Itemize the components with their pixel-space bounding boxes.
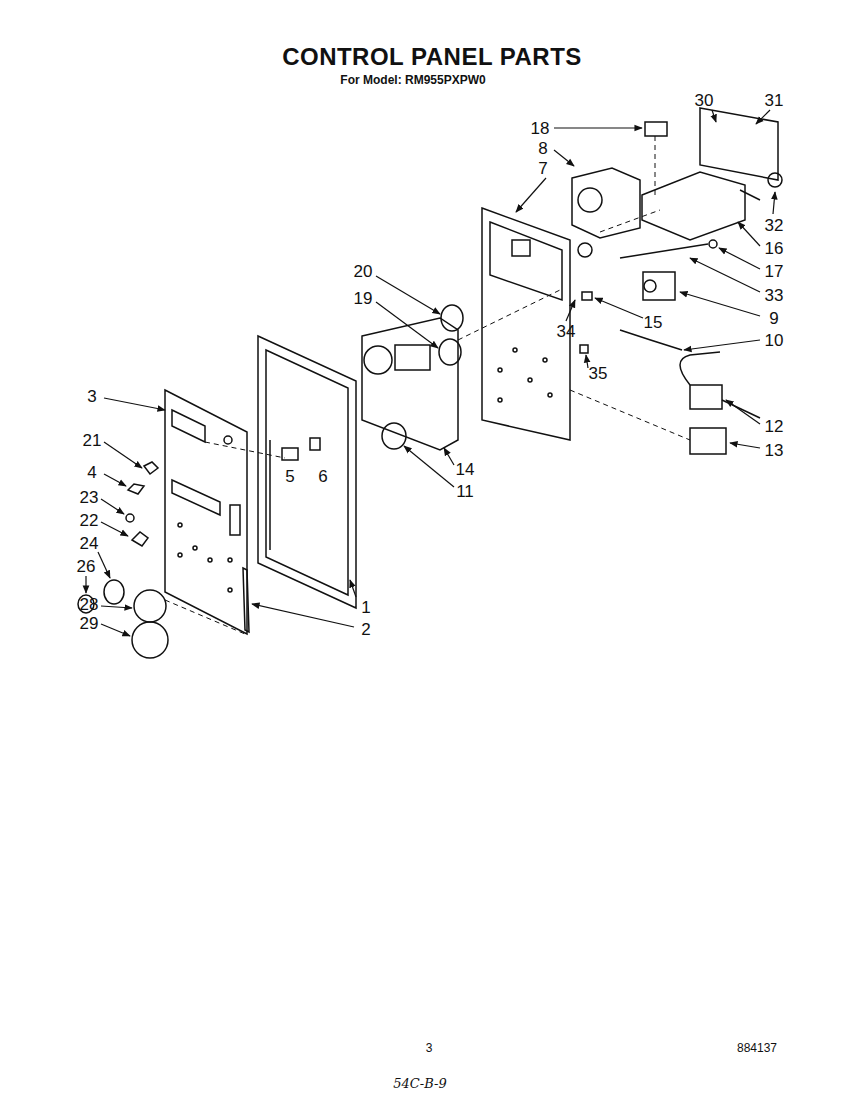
callout-number: 11 <box>456 483 474 500</box>
callout-number: 32 <box>765 217 784 234</box>
callout-number: 19 <box>354 290 373 307</box>
callout-number: 10 <box>765 332 784 349</box>
callout-number: 7 <box>538 160 547 177</box>
callout-number: 4 <box>87 464 96 481</box>
callout-number: 20 <box>354 263 373 280</box>
callout-number: 17 <box>765 263 784 280</box>
callout-number: 9 <box>769 310 778 327</box>
callout-number: 1 <box>361 599 370 616</box>
callout-number: 30 <box>695 92 714 109</box>
callout-number: 33 <box>765 287 784 304</box>
callout-number: 31 <box>765 92 784 109</box>
callout-number: 21 <box>83 432 102 449</box>
callout-number: 2 <box>361 621 370 638</box>
callout-number: 34 <box>557 323 576 340</box>
model-subtitle: For Model: RM955PXPW0 <box>340 74 485 86</box>
callout-number: 14 <box>456 461 475 478</box>
callout-number: 23 <box>80 489 99 506</box>
callout-number: 3 <box>87 388 96 405</box>
callout-number: 35 <box>589 365 608 382</box>
callout-number: 6 <box>318 468 327 485</box>
callout-number: 16 <box>765 240 784 257</box>
callout-number: 29 <box>80 615 99 632</box>
document-number: 884137 <box>737 1042 777 1054</box>
callout-number: 26 <box>77 558 96 575</box>
callout-number: 12 <box>765 418 784 435</box>
callout-number: 22 <box>80 512 99 529</box>
diagram-title: CONTROL PANEL PARTS <box>282 45 582 69</box>
front-panel <box>165 390 247 634</box>
callout-number: 28 <box>80 596 99 613</box>
callout-number: 5 <box>285 468 294 485</box>
callout-number: 24 <box>80 535 99 552</box>
callout-number: 18 <box>531 120 550 137</box>
callout-number: 13 <box>765 442 784 459</box>
page-number: 3 <box>426 1042 433 1054</box>
callout-number: 8 <box>538 140 547 157</box>
callout-number: 15 <box>644 314 663 331</box>
handwritten-note: 54C-B-9 <box>393 1077 446 1090</box>
